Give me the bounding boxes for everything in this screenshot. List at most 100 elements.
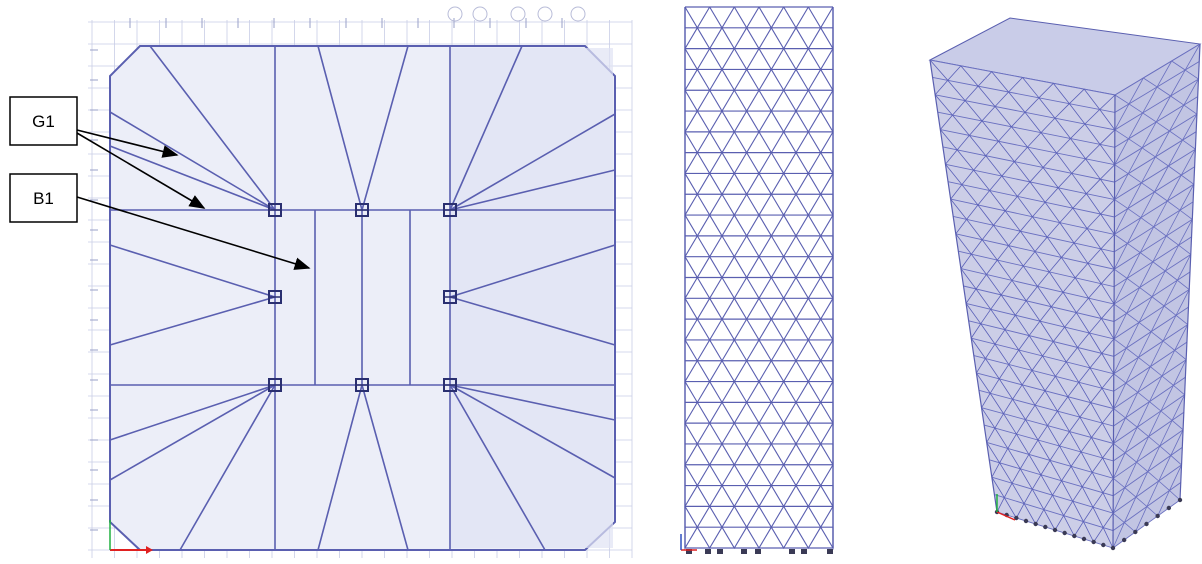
elevation-diagrid-member bbox=[709, 173, 735, 196]
tower-side-diagrid bbox=[1138, 296, 1165, 323]
elevation-diagrid-member bbox=[684, 339, 711, 362]
tower-side-diagrid bbox=[1136, 435, 1161, 463]
elevation-diagrid-member bbox=[746, 485, 772, 508]
tower-front-diagrid bbox=[1088, 283, 1115, 305]
framing-member bbox=[109, 111, 276, 211]
tower-front-diagrid bbox=[1015, 300, 1041, 322]
callout-g1-box bbox=[9, 96, 78, 146]
elevation-diagrid-member bbox=[807, 214, 834, 237]
tower-front-diagrid bbox=[1024, 97, 1056, 119]
elevation-diagrid-member bbox=[709, 214, 735, 237]
tower-support bbox=[1091, 539, 1096, 545]
framing-member bbox=[317, 384, 363, 551]
elevation-diagrid-member bbox=[807, 464, 834, 487]
callout-b1-label: B1 bbox=[33, 189, 54, 208]
tower-side-diagrid bbox=[1112, 487, 1137, 514]
elevation-diagrid-member bbox=[733, 214, 760, 237]
tower-front-diagrid bbox=[1037, 271, 1064, 293]
elevation-diagrid-member bbox=[721, 360, 748, 383]
elevation-diagrid-member bbox=[684, 506, 711, 529]
tower-front-diagrid bbox=[1034, 236, 1062, 258]
elevation-diagrid-member bbox=[758, 173, 785, 196]
elevation-diagrid-member bbox=[684, 152, 698, 176]
elevation-diagrid-member bbox=[770, 485, 797, 508]
tower-front-diagrid bbox=[960, 253, 987, 275]
elevation-diagrid-member bbox=[807, 339, 834, 362]
elevation-diagrid-member bbox=[684, 110, 698, 134]
tower-support bbox=[1110, 545, 1116, 551]
elevation-diagrid-member bbox=[733, 339, 760, 362]
tower-front-diagrid bbox=[1088, 317, 1115, 340]
tower-front-diagrid bbox=[1093, 526, 1114, 549]
tower-side-diagrid bbox=[1113, 382, 1139, 409]
plan-axis-triad bbox=[109, 520, 153, 554]
tower-front-diagrid bbox=[991, 462, 1013, 484]
elevation-diagrid-member bbox=[746, 27, 772, 50]
callout-g1-label: G1 bbox=[32, 112, 55, 131]
tower-side-diagrid bbox=[1141, 156, 1169, 183]
tower-side-diagrid bbox=[1134, 505, 1158, 533]
elevation-diagrid-member bbox=[684, 256, 711, 279]
elevation-diagrid-member bbox=[684, 193, 698, 218]
plan-left-annotations bbox=[90, 49, 98, 531]
elevation-diagrid-member bbox=[746, 235, 772, 258]
tower-support bbox=[1072, 533, 1077, 539]
tower-front-diagrid bbox=[998, 363, 1023, 386]
framing-member bbox=[449, 384, 616, 479]
tower-front-diagrid bbox=[940, 114, 970, 136]
elevation-diagrid-member bbox=[807, 298, 834, 321]
elevation-diagrid-member bbox=[758, 48, 785, 71]
elevation-diagrid-member bbox=[721, 526, 748, 550]
tower-side-diagrid bbox=[1113, 277, 1140, 305]
tower-front-diagrid bbox=[969, 120, 999, 142]
elevation-diagrid-member bbox=[721, 485, 748, 508]
elevation-diagrid-member bbox=[770, 526, 797, 550]
elevation-diagrid-member bbox=[758, 506, 785, 529]
tower-side-diagrid bbox=[1142, 86, 1171, 114]
tower-axis-x bbox=[996, 511, 1016, 521]
framing-member bbox=[109, 244, 276, 298]
tower-front-diagrid bbox=[1011, 265, 1038, 287]
elevation-diagrid-member bbox=[783, 256, 809, 279]
elevation-support bbox=[827, 549, 833, 554]
elevation-diagrid-member bbox=[783, 464, 809, 487]
elevation-diagrid-member bbox=[696, 69, 723, 92]
tower-front-diagrid bbox=[990, 294, 1016, 316]
tower-support bbox=[1101, 542, 1106, 548]
tower-support bbox=[1177, 497, 1183, 503]
tower-front-diagrid bbox=[1090, 387, 1114, 409]
elevation-diagrid-member bbox=[721, 193, 748, 217]
elevation-diagrid-member bbox=[721, 152, 748, 175]
tower-front-diagrid bbox=[1054, 103, 1086, 125]
elevation-diagrid-member bbox=[770, 277, 797, 300]
elevation-diagrid-member bbox=[783, 48, 809, 71]
elevation-diagrid-member bbox=[795, 110, 822, 133]
tower-front-diagrid bbox=[1044, 375, 1069, 397]
framing-member bbox=[361, 384, 409, 551]
tower-front-diagrid bbox=[964, 85, 996, 107]
elevation-diagrid-member bbox=[696, 110, 723, 133]
elevation-diagrid-member bbox=[758, 298, 785, 321]
tower-front-diagrid bbox=[1029, 166, 1059, 189]
elevation-diagrid-member bbox=[758, 339, 785, 362]
tower-front-diagrid bbox=[965, 288, 992, 310]
elevation-diagrid-member bbox=[820, 402, 834, 426]
tower-edge bbox=[929, 59, 998, 513]
framing-member bbox=[317, 45, 363, 211]
framing-member bbox=[449, 384, 616, 421]
elevation-diagrid-member bbox=[795, 402, 822, 425]
elevation-diagrid-member bbox=[684, 27, 698, 51]
elevation-diagrid-member bbox=[684, 402, 698, 426]
tower-side-diagrid bbox=[1139, 226, 1167, 253]
elevation-diagrid-member bbox=[783, 381, 809, 404]
elevation-diagrid-member bbox=[733, 6, 760, 29]
elevation-diagrid-member bbox=[721, 110, 748, 133]
elevation-diagrid-member bbox=[758, 89, 785, 113]
elevation-diagrid-member bbox=[770, 110, 797, 133]
elevation-diagrid-member bbox=[795, 69, 822, 92]
elevation-diagrid-member bbox=[746, 443, 772, 466]
elevation-diagrid-member bbox=[709, 464, 735, 487]
elevation-diagrid-member bbox=[746, 318, 772, 342]
elevation-diagrid-member bbox=[795, 235, 822, 258]
